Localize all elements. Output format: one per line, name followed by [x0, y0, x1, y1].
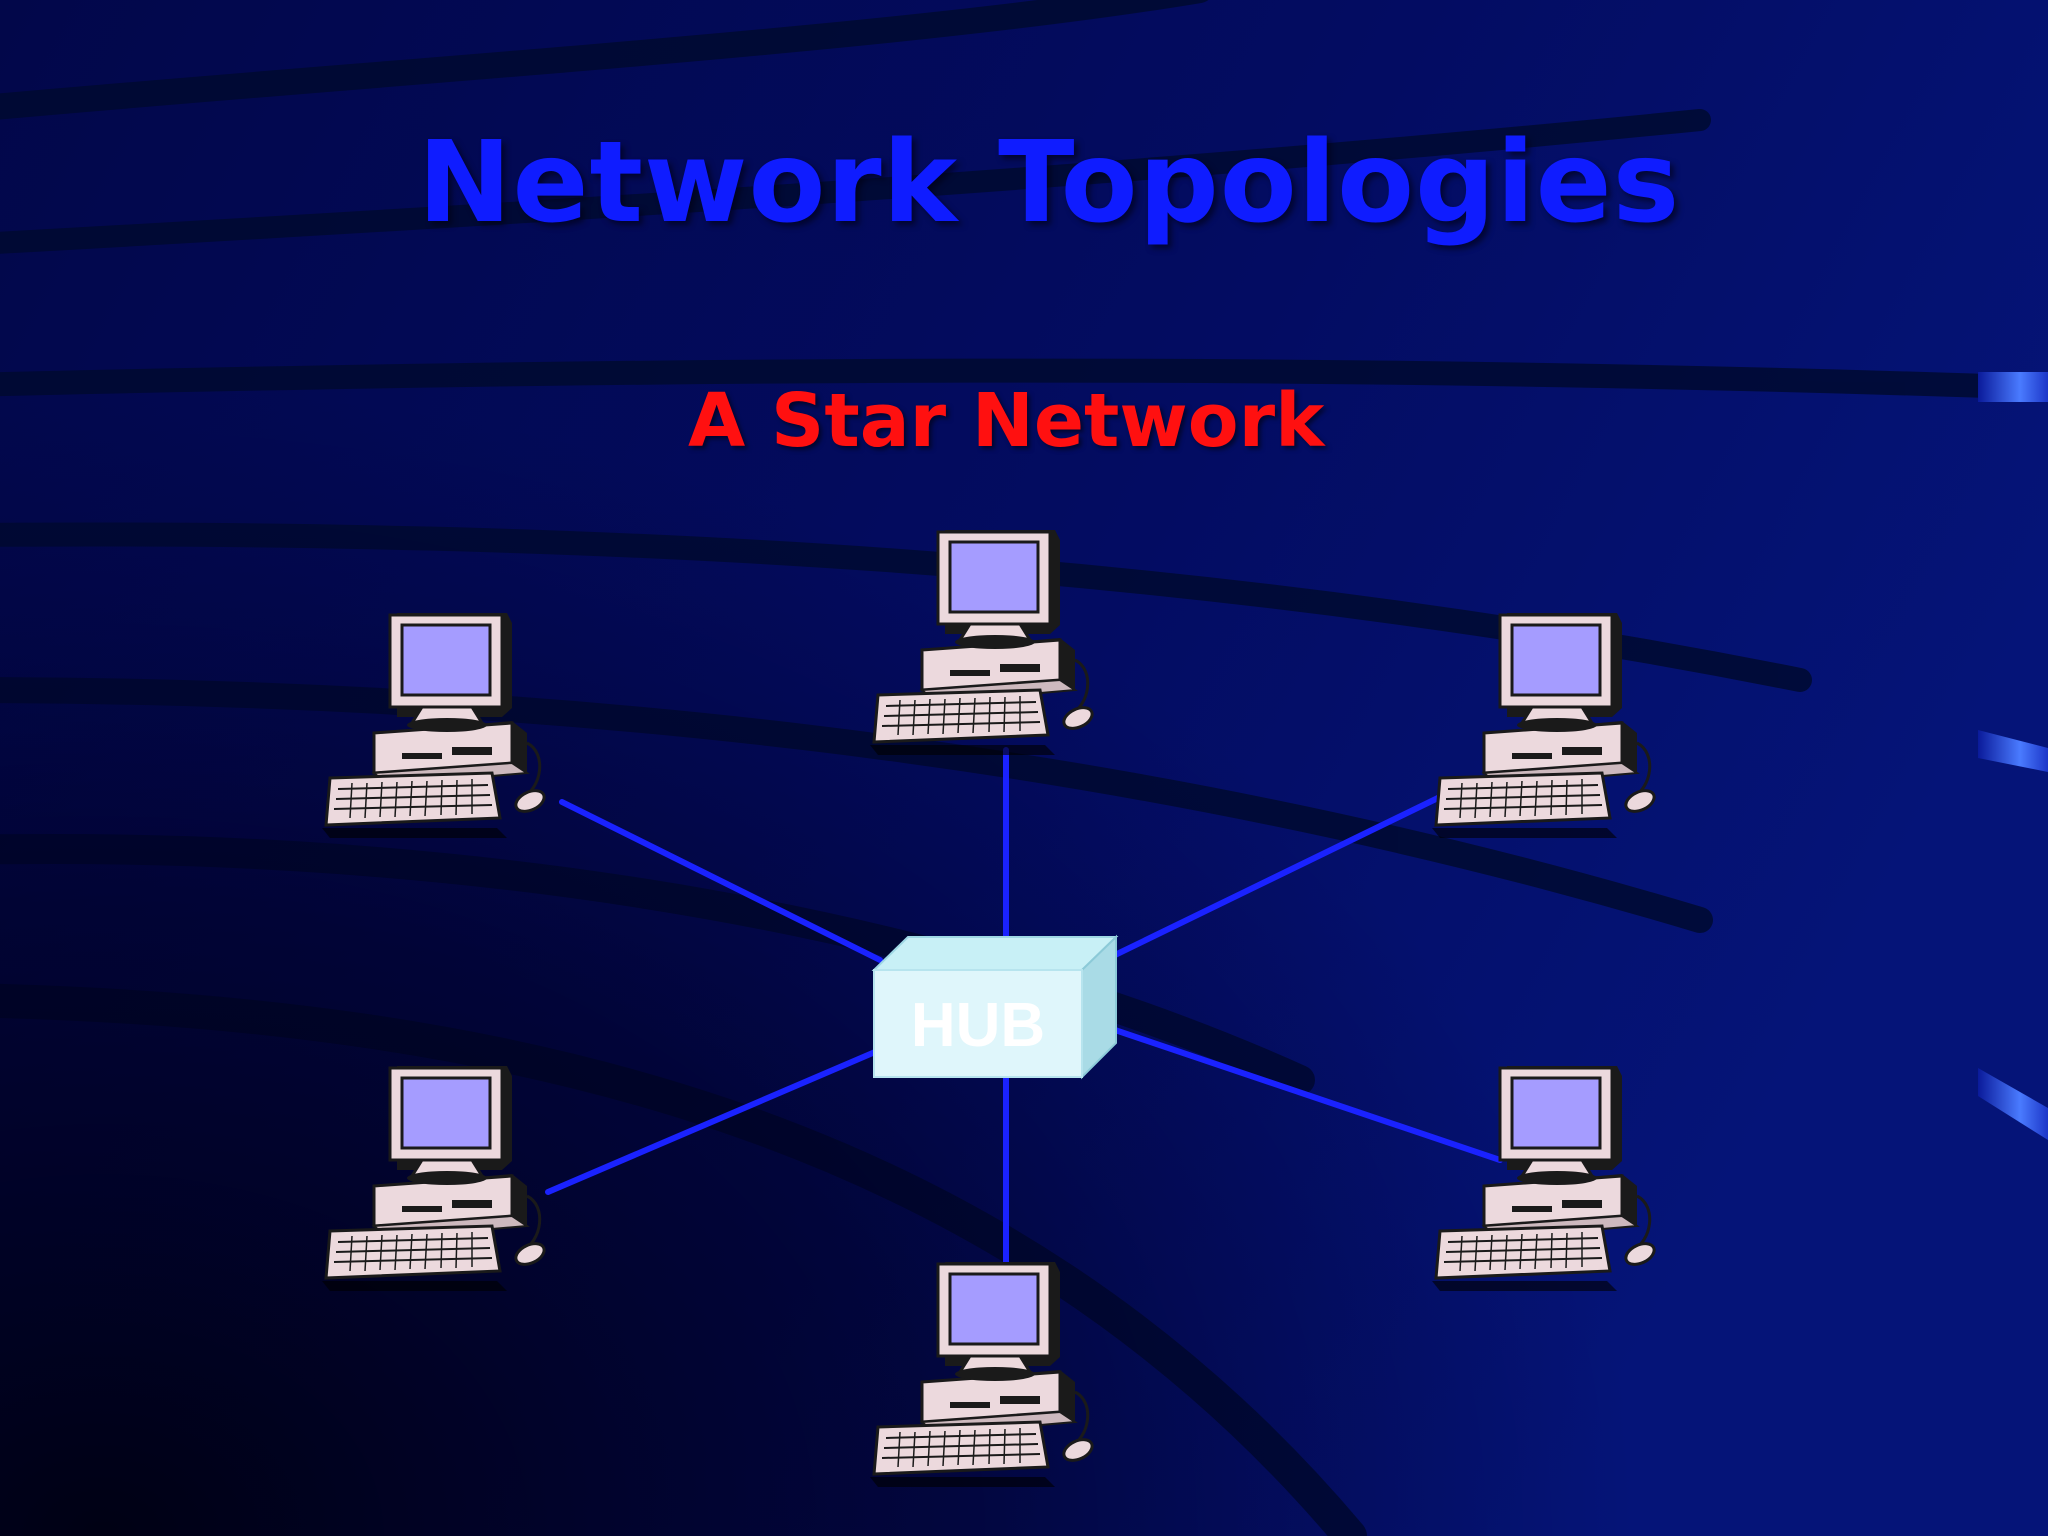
computer-bottom	[870, 1262, 1095, 1487]
computer-bottom-right	[1432, 1066, 1657, 1291]
link-bottom-right	[1115, 1030, 1500, 1160]
link-top-left	[562, 802, 880, 960]
link-top-right	[1115, 796, 1442, 955]
computer-bottom-left	[322, 1066, 547, 1291]
computer-top	[870, 530, 1095, 755]
link-bottom-left	[548, 1052, 875, 1192]
hub-label: HUB	[911, 991, 1045, 1060]
computer-top-left	[322, 613, 547, 838]
hub-box: HUB	[874, 937, 1116, 1077]
computer-top-right	[1432, 613, 1657, 838]
